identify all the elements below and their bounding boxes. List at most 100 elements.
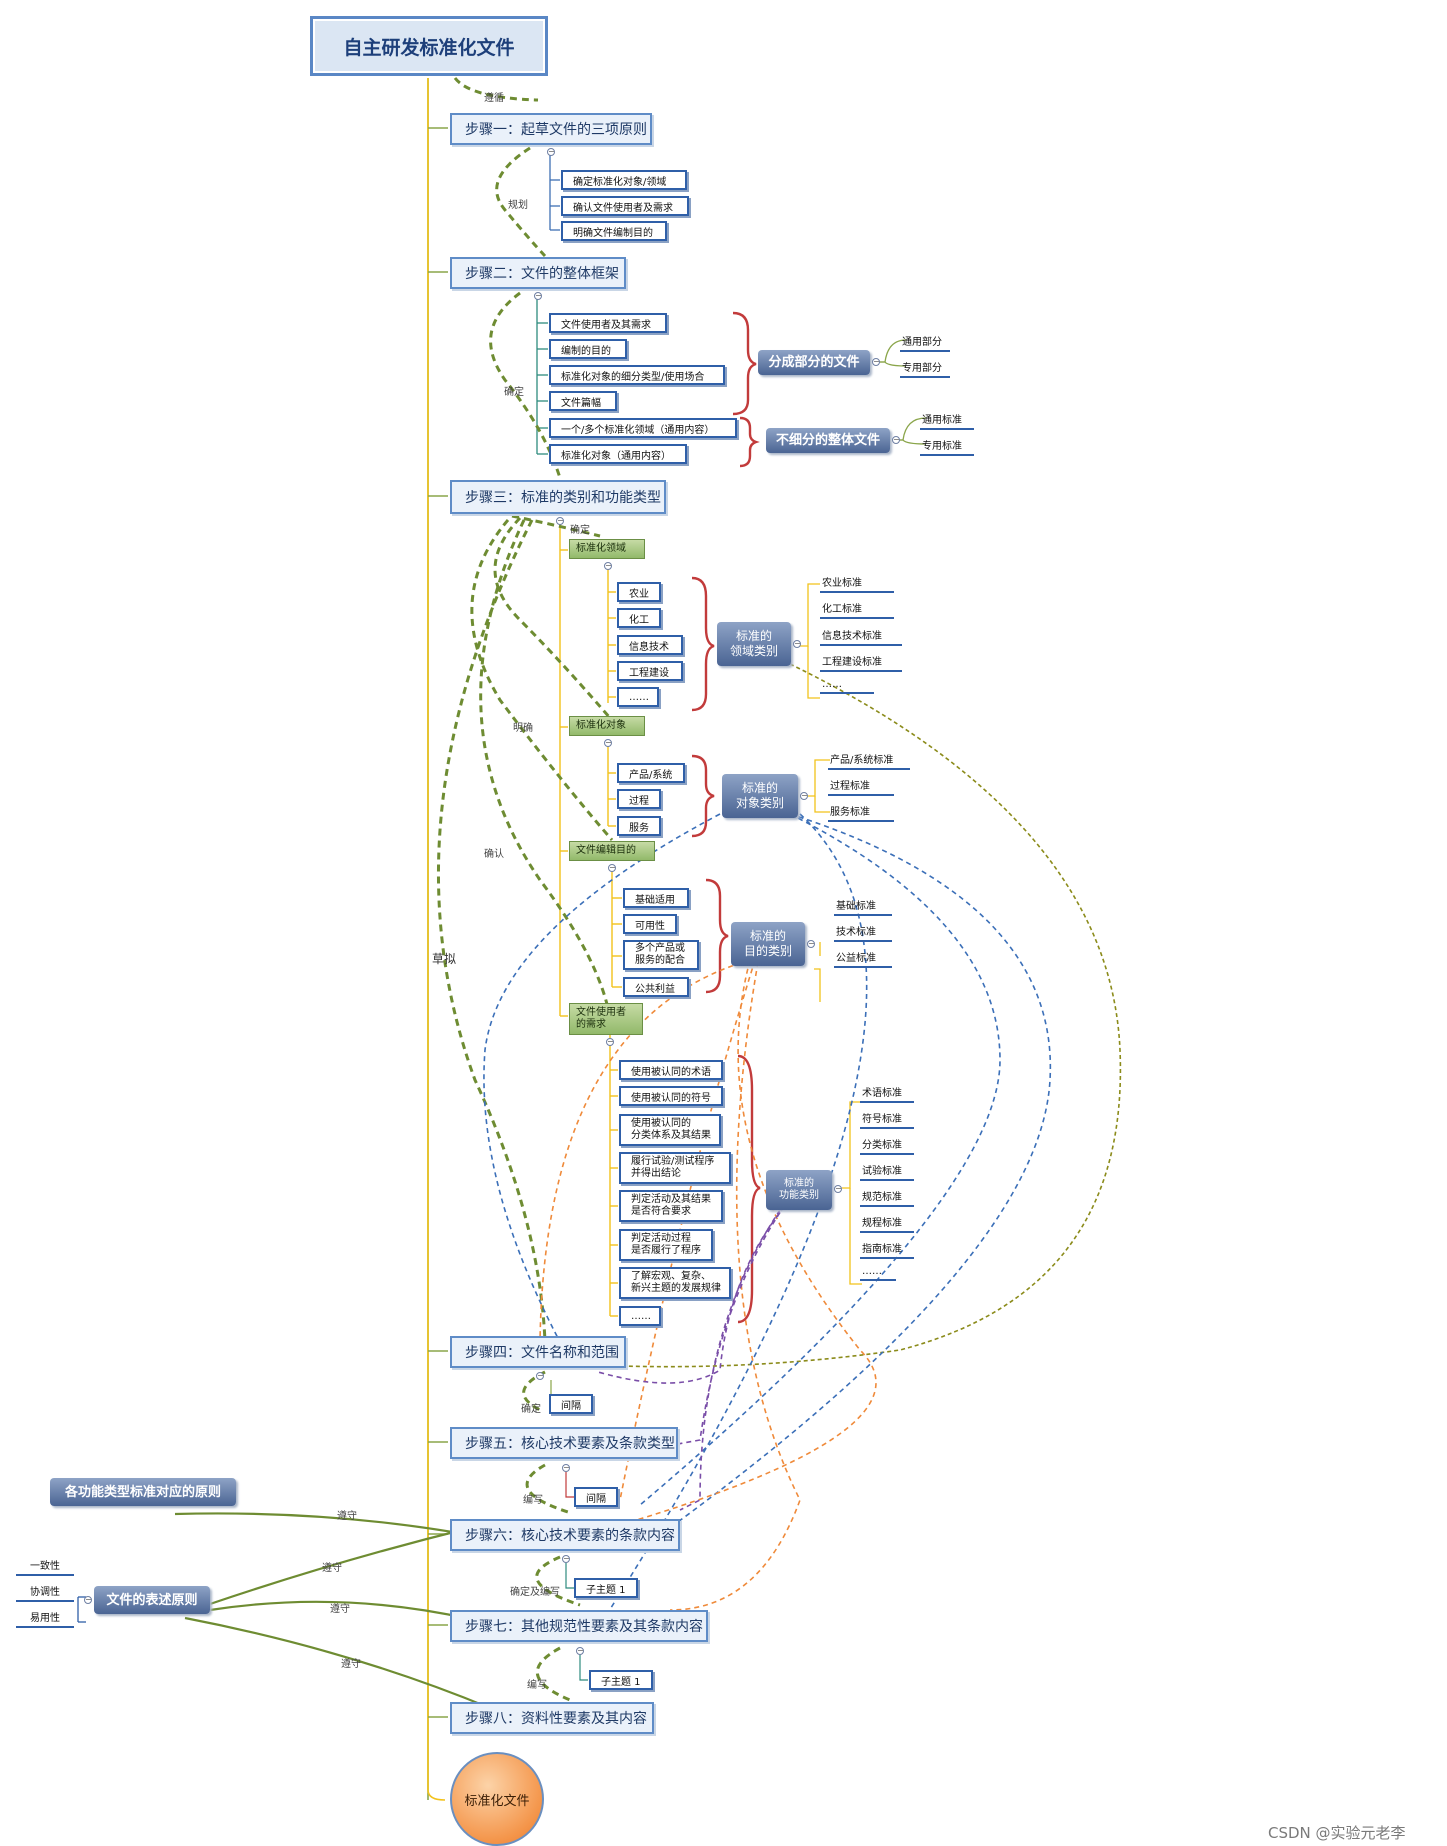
split-doc-item: 专用部分	[900, 359, 950, 378]
field-item[interactable]: 信息技术	[617, 635, 683, 655]
field-class-item: 信息技术标准	[820, 627, 902, 646]
object-item[interactable]: 过程	[617, 789, 661, 809]
step-4-sub[interactable]: 间隔	[549, 1394, 593, 1414]
step-2-item[interactable]: 编制的目的	[549, 339, 627, 359]
function-class-item: 术语标准	[860, 1084, 914, 1103]
step-3[interactable]: 步骤三：标准的类别和功能类型	[450, 480, 666, 514]
step-7[interactable]: 步骤七：其他规范性要素及其条款内容	[450, 1610, 708, 1642]
purpose-item[interactable]: 基础适用	[623, 888, 689, 908]
step-7-collapse-icon[interactable]: −	[576, 1646, 584, 1655]
step-5[interactable]: 步骤五：核心技术要素及条款类型	[450, 1427, 678, 1459]
split-doc-collapse-icon[interactable]: −	[872, 357, 880, 366]
label-write-2: 编写	[527, 1680, 547, 1691]
step-1-item[interactable]: 确认文件使用者及需求	[561, 196, 689, 216]
express-item: 协调性	[16, 1583, 74, 1602]
field-item[interactable]: ……	[617, 687, 659, 707]
step-1-collapse-icon[interactable]: −	[547, 147, 555, 156]
label-determine: 确定	[504, 387, 524, 398]
step-2-item[interactable]: 文件使用者及其需求	[549, 313, 667, 333]
green-node-users[interactable]: 文件使用者 的需求	[569, 1003, 643, 1035]
step-2-collapse-icon[interactable]: −	[534, 291, 542, 300]
step-5-collapse-icon[interactable]: −	[562, 1463, 570, 1472]
user-item[interactable]: ……	[619, 1306, 661, 1326]
step-7-sub[interactable]: 子主题 1	[589, 1670, 653, 1690]
object-class-item: 产品/系统标准	[828, 751, 910, 770]
purpose-item[interactable]: 公共利益	[623, 977, 689, 997]
label-determine-write: 确定及编写	[510, 1587, 560, 1598]
function-class-item: 规范标准	[860, 1188, 914, 1207]
step-6[interactable]: 步骤六：核心技术要素的条款内容	[450, 1519, 680, 1551]
purpose-collapse-icon[interactable]: −	[608, 863, 616, 872]
object-item[interactable]: 产品/系统	[617, 763, 685, 783]
label-follow: 遵循	[484, 93, 504, 104]
express-principle-node[interactable]: 文件的表述原则	[94, 1586, 210, 1614]
purpose-class-node[interactable]: 标准的 目的类别	[731, 922, 805, 966]
green-node-field[interactable]: 标准化领域	[569, 539, 645, 559]
users-collapse-icon[interactable]: −	[606, 1037, 614, 1046]
purpose-class-item: 公益标准	[834, 949, 892, 968]
function-class-collapse-icon[interactable]: −	[834, 1184, 842, 1193]
purpose-item[interactable]: 可用性	[623, 914, 677, 934]
function-class-item: ……	[860, 1266, 896, 1281]
field-class-item: 化工标准	[820, 600, 894, 619]
field-item[interactable]: 化工	[617, 608, 661, 628]
purpose-class-item: 基础标准	[834, 897, 892, 916]
express-collapse-icon[interactable]: −	[84, 1595, 92, 1604]
function-class-node[interactable]: 标准的 功能类别	[766, 1170, 832, 1210]
purpose-class-collapse-icon[interactable]: −	[807, 939, 815, 948]
purpose-item[interactable]: 多个产品或 服务的配合	[623, 940, 699, 970]
green-node-object[interactable]: 标准化对象	[569, 716, 645, 736]
field-item[interactable]: 工程建设	[617, 661, 683, 681]
step-5-sub[interactable]: 间隔	[574, 1487, 618, 1507]
label-abide-4: 遵守	[341, 1659, 361, 1670]
step-2-item[interactable]: 文件篇幅	[549, 391, 617, 411]
user-item[interactable]: 判定活动及其结果 是否符合要求	[619, 1190, 723, 1222]
step-2-item[interactable]: 标准化对象的细分类型/使用场合	[549, 365, 725, 385]
step-8[interactable]: 步骤八：资料性要素及其内容	[450, 1702, 654, 1734]
step-4[interactable]: 步骤四：文件名称和范围	[450, 1336, 626, 1368]
object-collapse-icon[interactable]: −	[604, 738, 612, 747]
func-principle-node[interactable]: 各功能类型标准对应的原则	[50, 1478, 236, 1506]
user-item[interactable]: 判定活动过程 是否履行了程序	[619, 1229, 713, 1261]
field-class-item: ……	[820, 679, 874, 694]
user-item[interactable]: 使用被认同的符号	[619, 1086, 723, 1106]
step-1-item[interactable]: 明确文件编制目的	[561, 221, 667, 241]
object-class-node[interactable]: 标准的 对象类别	[722, 774, 798, 818]
step-6-sub[interactable]: 子主题 1	[574, 1578, 638, 1598]
user-item[interactable]: 了解宏观、复杂、 新兴主题的发展规律	[619, 1267, 731, 1299]
step-2-item[interactable]: 一个/多个标准化领域（通用内容）	[549, 418, 737, 438]
object-class-collapse-icon[interactable]: −	[800, 791, 808, 800]
field-item[interactable]: 农业	[617, 582, 661, 602]
step-4-collapse-icon[interactable]: −	[536, 1371, 544, 1380]
split-doc-node[interactable]: 分成部分的文件	[758, 350, 870, 375]
final-node[interactable]: 标准化文件	[450, 1752, 544, 1846]
field-class-node[interactable]: 标准的 领域类别	[717, 622, 791, 666]
object-item[interactable]: 服务	[617, 816, 661, 836]
step-2-item[interactable]: 标准化对象（通用内容）	[549, 444, 687, 464]
step-1[interactable]: 步骤一：起草文件的三项原则	[450, 113, 652, 145]
split-doc-item: 通用部分	[900, 333, 950, 352]
field-class-collapse-icon[interactable]: −	[793, 639, 801, 648]
user-item[interactable]: 使用被认同的术语	[619, 1060, 723, 1080]
whole-doc-item: 通用标准	[920, 411, 974, 430]
root-node[interactable]: 自主研发标准化文件	[310, 16, 548, 76]
step-6-collapse-icon[interactable]: −	[562, 1554, 570, 1563]
function-class-item: 指南标准	[860, 1240, 914, 1259]
label-determine-2: 确定	[570, 525, 590, 536]
whole-doc-collapse-icon[interactable]: −	[892, 435, 900, 444]
step-1-item[interactable]: 确定标准化对象/领域	[561, 170, 687, 190]
user-item[interactable]: 履行试验/测试程序 并得出结论	[619, 1152, 731, 1184]
green-node-purpose[interactable]: 文件编辑目的	[569, 841, 655, 861]
field-collapse-icon[interactable]: −	[604, 561, 612, 570]
label-write: 编写	[523, 1495, 543, 1506]
step-3-collapse-icon[interactable]: −	[556, 516, 564, 525]
user-item[interactable]: 使用被认同的 分类体系及其结果	[619, 1114, 721, 1146]
whole-doc-node[interactable]: 不细分的整体文件	[766, 428, 890, 453]
label-determine-3: 确定	[521, 1404, 541, 1415]
field-class-item: 工程建设标准	[820, 653, 902, 672]
step-2[interactable]: 步骤二：文件的整体框架	[450, 257, 626, 289]
function-class-item: 符号标准	[860, 1110, 914, 1129]
express-item: 易用性	[16, 1609, 74, 1628]
